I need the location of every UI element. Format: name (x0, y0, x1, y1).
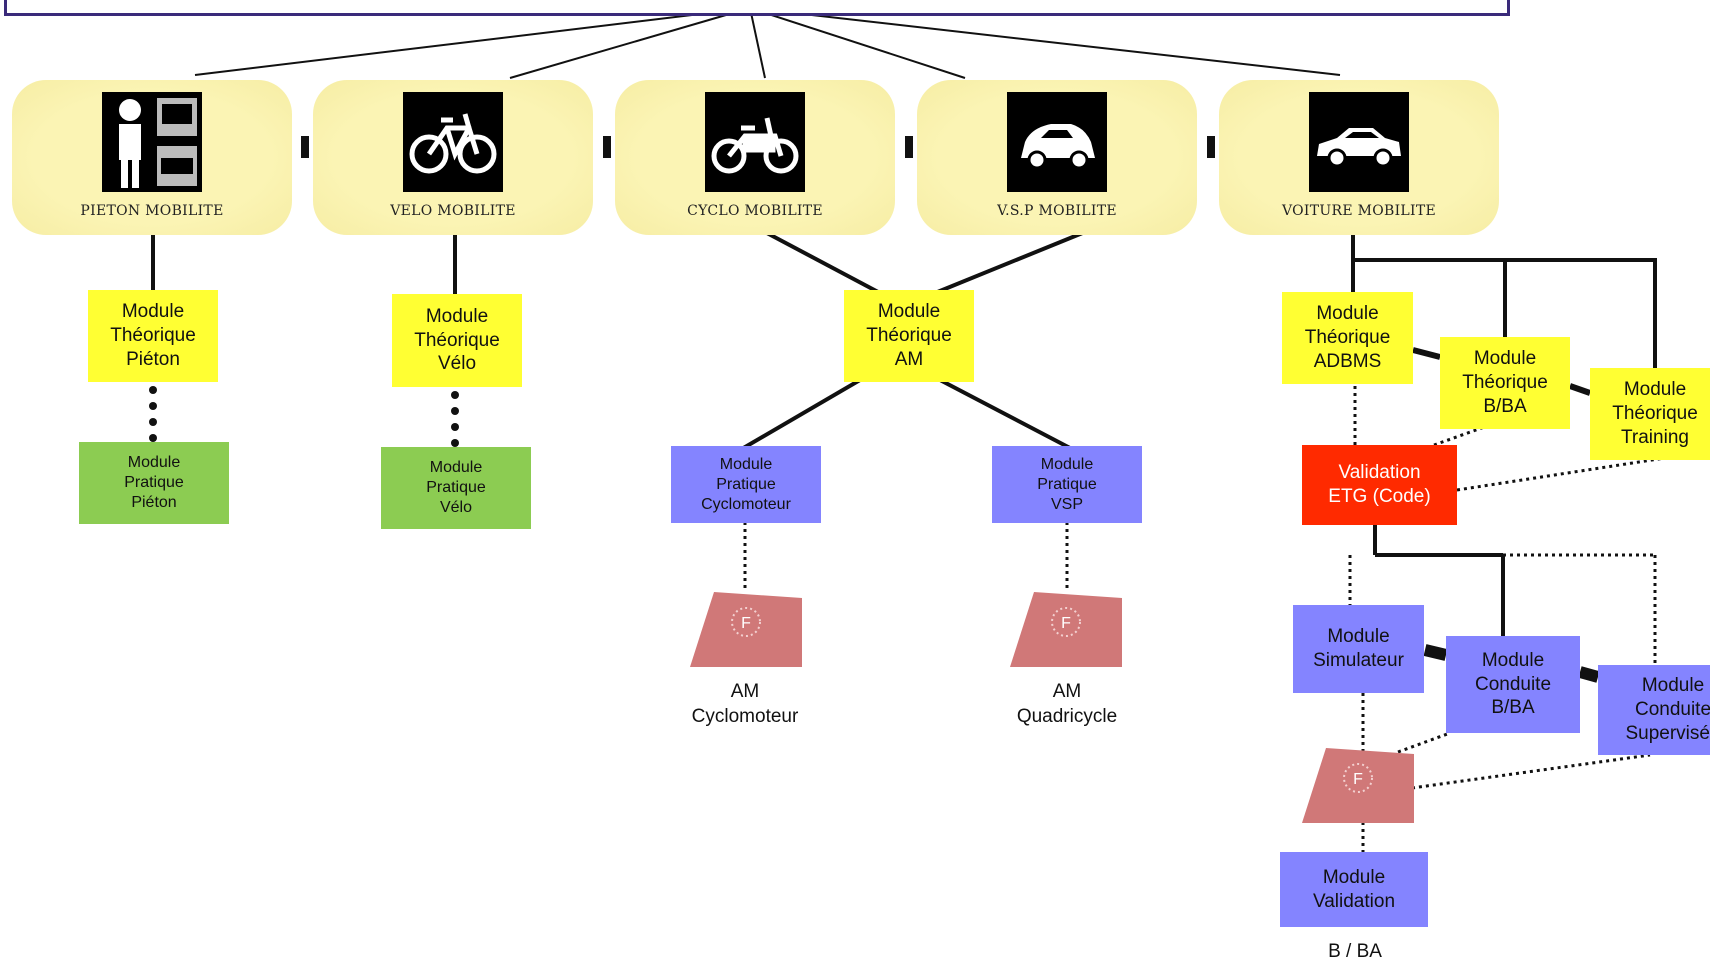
module-theorique-velo: Module Théorique Vélo (392, 294, 522, 387)
module-theorique-bba: Module Théorique B/BA (1440, 337, 1570, 429)
module-conduite-supervisee: Module Conduite Supervisée (1598, 665, 1710, 755)
header-bar (4, 0, 1510, 16)
category-cyclo: CYCLO MOBILITE (615, 80, 895, 235)
license-caption: B / BA (1328, 941, 1382, 962)
license-card-letter: F (1061, 615, 1071, 632)
module-pratique-cyclomoteur: Module Pratique Cyclomoteur (671, 446, 821, 523)
moped-icon (705, 92, 805, 192)
license-card-icon: F (1010, 592, 1122, 667)
category-velo: VELO MOBILITE (313, 80, 593, 235)
module-theorique-am: Module Théorique AM (844, 290, 974, 382)
module-simulateur: Module Simulateur (1293, 605, 1424, 693)
module-theorique-adbms: Module Théorique ADBMS (1282, 292, 1413, 384)
connector-bar (1207, 136, 1215, 158)
pedestrian-icon (102, 92, 202, 192)
module-pratique-velo: Module Pratique Vélo (381, 447, 531, 529)
connector-bar (603, 136, 611, 158)
category-label: VELO MOBILITE (390, 203, 516, 219)
category-vsp: V.S.P MOBILITE (917, 80, 1197, 235)
bicycle-icon (403, 92, 503, 192)
car-icon (1309, 92, 1409, 192)
category-label: V.S.P MOBILITE (997, 203, 1117, 219)
category-voiture: VOITURE MOBILITE (1219, 80, 1499, 235)
module-pratique-vsp: Module Pratique VSP (992, 446, 1142, 523)
license-caption: AM Cyclomoteur (691, 681, 799, 727)
small-car-icon (1007, 92, 1107, 192)
license-card-icon: F (1302, 748, 1414, 823)
connector-bar (301, 136, 309, 158)
module-theorique-pieton: Module Théorique Piéton (88, 290, 218, 382)
module-conduite-bba: Module Conduite B/BA (1446, 636, 1580, 733)
category-label: CYCLO MOBILITE (687, 203, 823, 219)
license-card-letter: F (741, 615, 751, 632)
license-card-letter: F (1353, 771, 1363, 788)
license-caption: AM Quadricycle (1016, 681, 1118, 727)
module-theorique-training: Module Théorique Training (1590, 368, 1710, 460)
license-card-icon: F (690, 592, 802, 667)
category-label: VOITURE MOBILITE (1281, 203, 1437, 219)
connector-bar (905, 136, 913, 158)
category-label: PIETON MOBILITE (80, 203, 224, 219)
validation-etg-code: Validation ETG (Code) (1302, 445, 1457, 525)
category-pieton: PIETON MOBILITE (12, 80, 292, 235)
module-pratique-pieton: Module Pratique Piéton (79, 442, 229, 524)
module-validation: Module Validation (1280, 852, 1428, 927)
